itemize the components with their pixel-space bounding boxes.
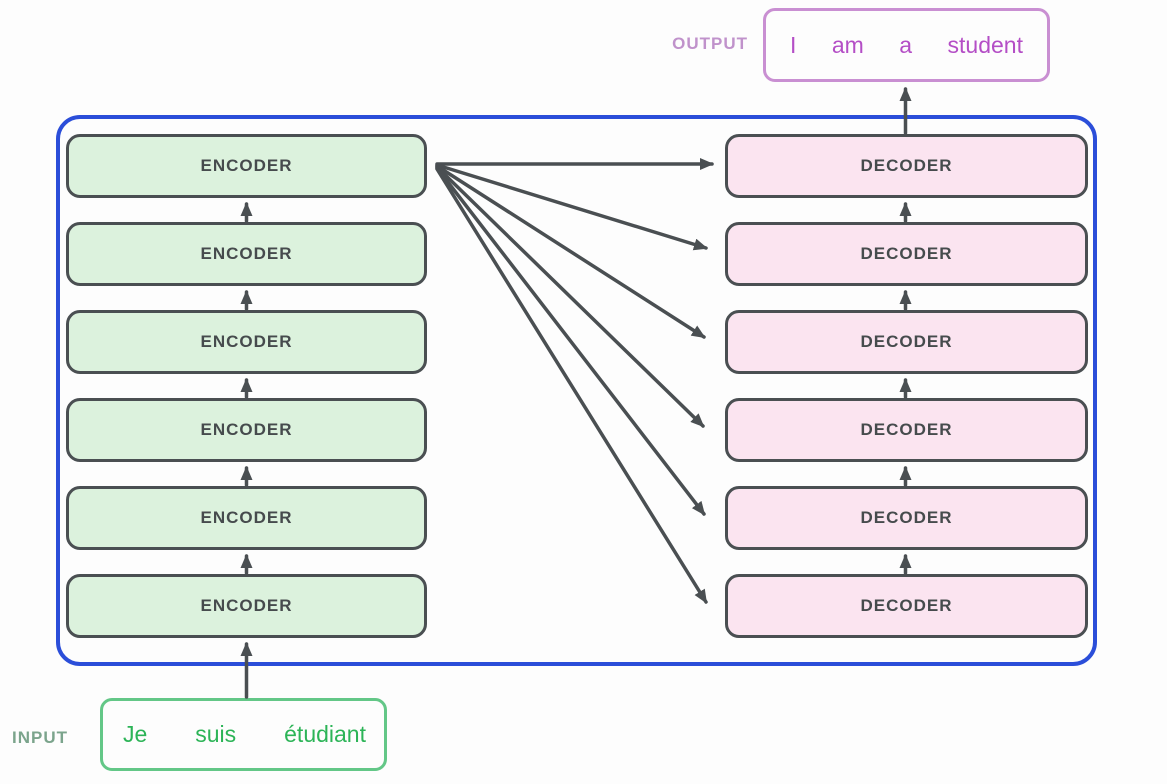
output-word: I [790, 31, 797, 58]
decoder-block-label: DECODER [860, 508, 953, 527]
decoder-block-label: DECODER [860, 244, 953, 263]
decoder-block-label: DECODER [860, 332, 953, 351]
output-box: I am a student [763, 8, 1050, 82]
decoder-block-label: DECODER [860, 596, 953, 615]
output-label: OUTPUT [672, 34, 748, 53]
output-word: a [899, 31, 913, 58]
output-word: am [831, 31, 864, 58]
model-frame [56, 115, 1097, 666]
decoder-block-6: DECODER [725, 574, 1088, 638]
encoder-block-2: ENCODER [66, 222, 427, 286]
input-label: INPUT [12, 728, 68, 747]
output-word: student [947, 31, 1023, 58]
input-word: suis [195, 721, 237, 747]
encoder-block-label: ENCODER [200, 596, 293, 615]
encoder-block-1: ENCODER [66, 134, 427, 198]
decoder-block-label: DECODER [860, 156, 953, 175]
encoder-block-5: ENCODER [66, 486, 427, 550]
encoder-block-label: ENCODER [200, 508, 293, 527]
encoder-block-label: ENCODER [200, 420, 293, 439]
encoder-block-label: ENCODER [200, 156, 293, 175]
encoder-block-3: ENCODER [66, 310, 427, 374]
encoder-block-4: ENCODER [66, 398, 427, 462]
encoder-block-label: ENCODER [200, 332, 293, 351]
input-word: étudiant [284, 721, 366, 747]
input-word: Je [123, 721, 148, 747]
decoder-block-5: DECODER [725, 486, 1088, 550]
encoder-block-6: ENCODER [66, 574, 427, 638]
decoder-block-label: DECODER [860, 420, 953, 439]
decoder-block-1: DECODER [725, 134, 1088, 198]
decoder-block-3: DECODER [725, 310, 1088, 374]
decoder-block-2: DECODER [725, 222, 1088, 286]
decoder-block-4: DECODER [725, 398, 1088, 462]
encoder-block-label: ENCODER [200, 244, 293, 263]
input-box: Je suis étudiant [100, 698, 387, 771]
